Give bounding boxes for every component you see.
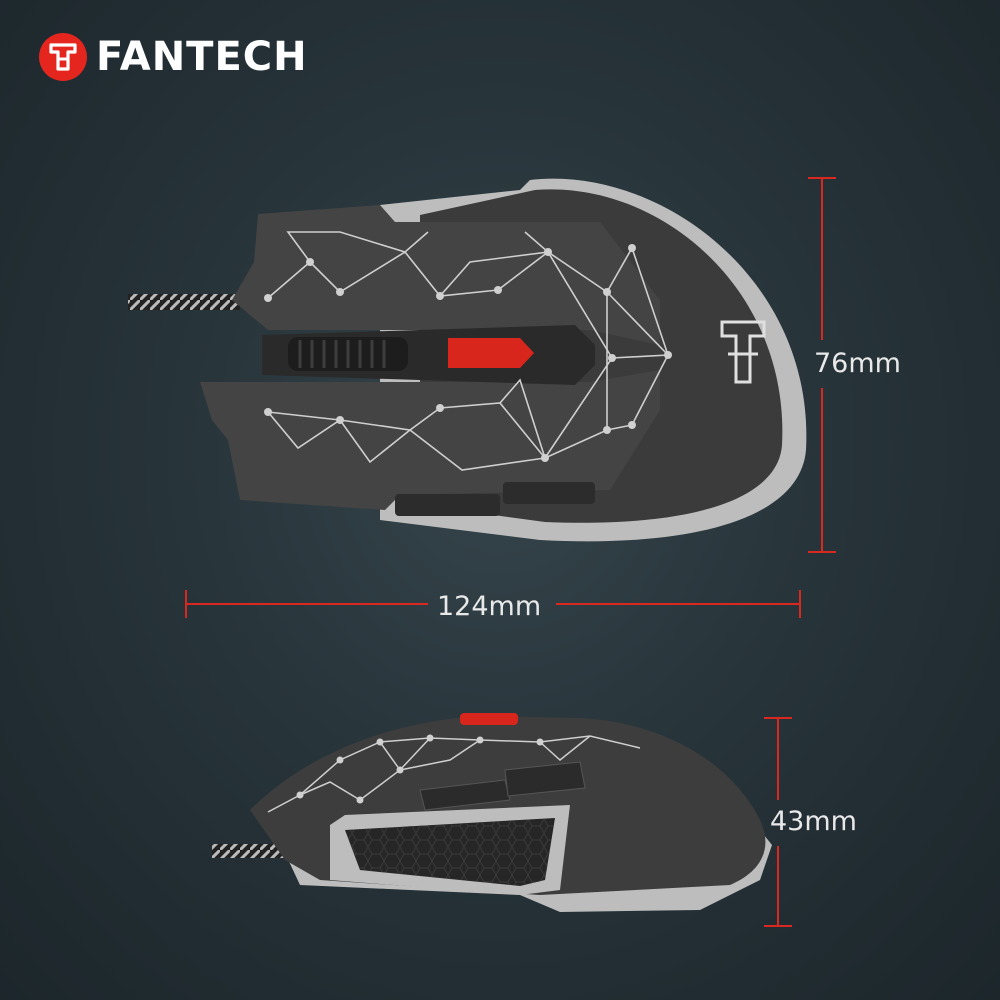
fantech-emblem-top xyxy=(720,320,766,384)
cable-side xyxy=(212,844,287,858)
dpi-button-side xyxy=(460,713,518,725)
width-dimension-label: 76mm xyxy=(814,348,901,379)
constellation-dots xyxy=(264,244,672,462)
brand-logo: FANTECH xyxy=(38,32,308,82)
mouse-side-view xyxy=(212,713,772,912)
dimension-line-length xyxy=(185,590,801,618)
side-button-top-b xyxy=(503,482,595,504)
side-base xyxy=(278,830,772,912)
left-button-top xyxy=(232,205,660,345)
side-thumb-button-back xyxy=(504,761,586,797)
right-button-top xyxy=(200,370,660,510)
length-dimension-label: 124mm xyxy=(437,591,542,622)
fantech-shield-logo-icon xyxy=(39,33,87,81)
dimension-line-height xyxy=(764,717,792,927)
mouse-top-view xyxy=(128,178,807,542)
dimension-line-width xyxy=(808,177,836,553)
dpi-button-top xyxy=(448,338,534,368)
cable-top xyxy=(128,294,240,310)
side-thumb-button-front xyxy=(419,779,511,811)
height-dimension-label: 43mm xyxy=(770,806,857,837)
side-button-top-a xyxy=(395,494,500,516)
brand-name: FANTECH xyxy=(96,34,308,80)
